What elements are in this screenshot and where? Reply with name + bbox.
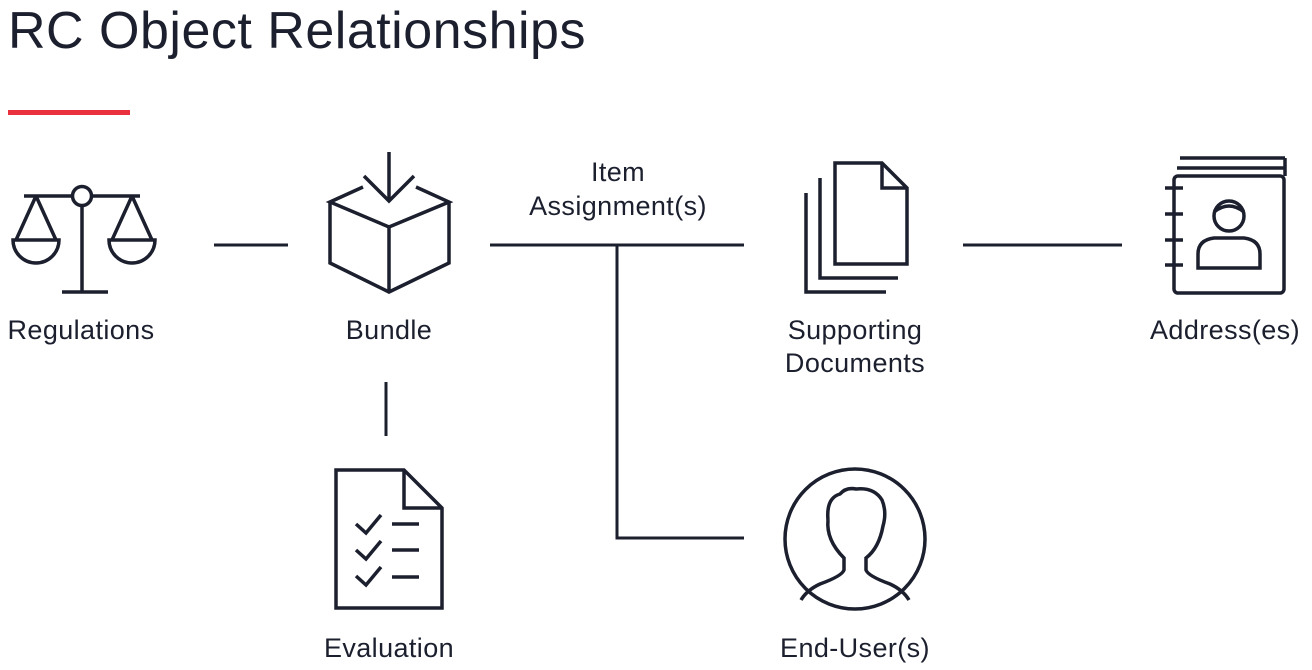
title-accent-bar bbox=[8, 110, 130, 115]
checklist-document-icon bbox=[334, 468, 444, 610]
bundle-label: Bundle bbox=[345, 315, 433, 345]
scales-icon bbox=[11, 184, 157, 294]
page-title: RC Object Relationships bbox=[8, 2, 586, 60]
end-users-label: End-User(s) bbox=[780, 633, 930, 663]
connector-assignment-endusers bbox=[615, 245, 744, 540]
item-assignments-label-line1: Item bbox=[590, 157, 646, 187]
supporting-documents-label-line2: Documents bbox=[784, 348, 926, 378]
supporting-documents-label-line1: Supporting bbox=[787, 315, 923, 345]
user-circle-icon bbox=[783, 467, 927, 611]
box-download-icon bbox=[325, 152, 454, 294]
documents-stack-icon bbox=[804, 161, 909, 294]
addresses-label: Address(es) bbox=[1150, 315, 1300, 345]
regulations-label: Regulations bbox=[7, 315, 155, 345]
item-assignments-label-line2: Assignment(s) bbox=[529, 191, 707, 221]
address-book-icon bbox=[1165, 156, 1287, 295]
evaluation-label: Evaluation bbox=[323, 633, 455, 663]
